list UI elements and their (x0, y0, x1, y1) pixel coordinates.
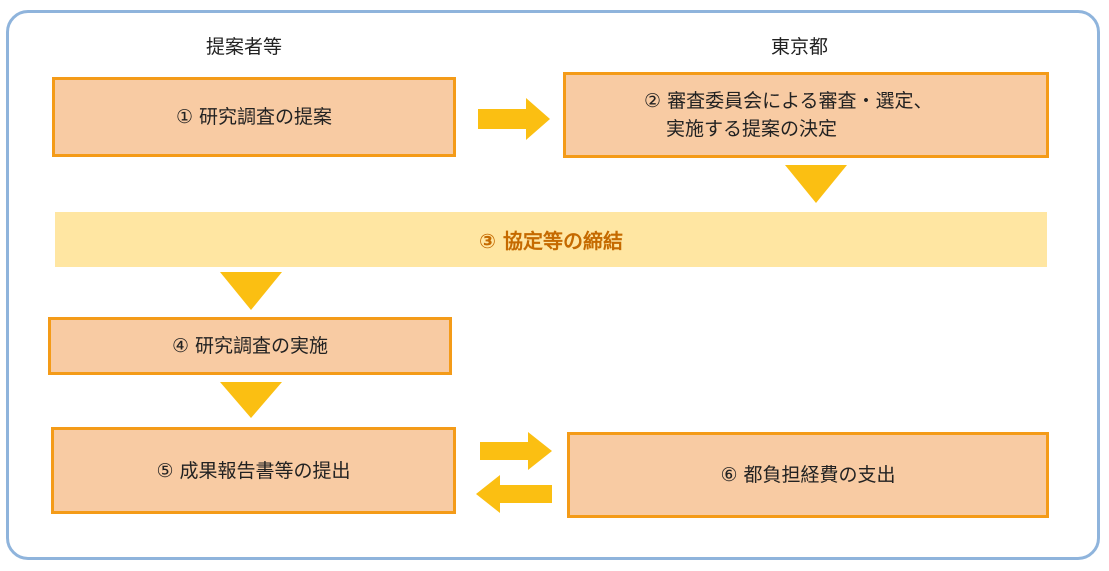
header-proposer: 提案者等 (206, 36, 283, 58)
step-6-label: ⑥ 都負担経費の支出 (720, 464, 896, 486)
step-6-box: ⑥ 都負担経費の支出 (567, 432, 1049, 518)
step-4-label: ④ 研究調査の実施 (171, 335, 329, 357)
step-3-band: ③ 協定等の締結 (55, 212, 1047, 267)
arrow-right-5-to-6 (480, 432, 552, 470)
step-3-label: ③ 協定等の締結 (479, 229, 623, 253)
arrow-down-4-to-5 (220, 382, 282, 418)
step-2-label-line2: 実施する提案の決定 (666, 118, 838, 140)
header-tokyo: 東京都 (771, 36, 829, 58)
arrow-left-6-to-5 (476, 475, 552, 513)
step-5-box: ⑤ 成果報告書等の提出 (51, 427, 456, 514)
step-2-box: ② 審査委員会による審査・選定、 実施する提案の決定 (563, 72, 1049, 158)
arrow-down-3-to-4 (220, 272, 282, 310)
step-4-box: ④ 研究調査の実施 (48, 317, 452, 375)
step-5-label: ⑤ 成果報告書等の提出 (156, 459, 351, 482)
arrow-down-2-to-3 (785, 165, 847, 203)
arrow-right-1-to-2 (478, 98, 550, 140)
step-2-label-line1: ② 審査委員会による審査・選定、 (644, 90, 933, 112)
step-1-box: ① 研究調査の提案 (52, 77, 456, 157)
step-1-label: ① 研究調査の提案 (175, 106, 333, 128)
